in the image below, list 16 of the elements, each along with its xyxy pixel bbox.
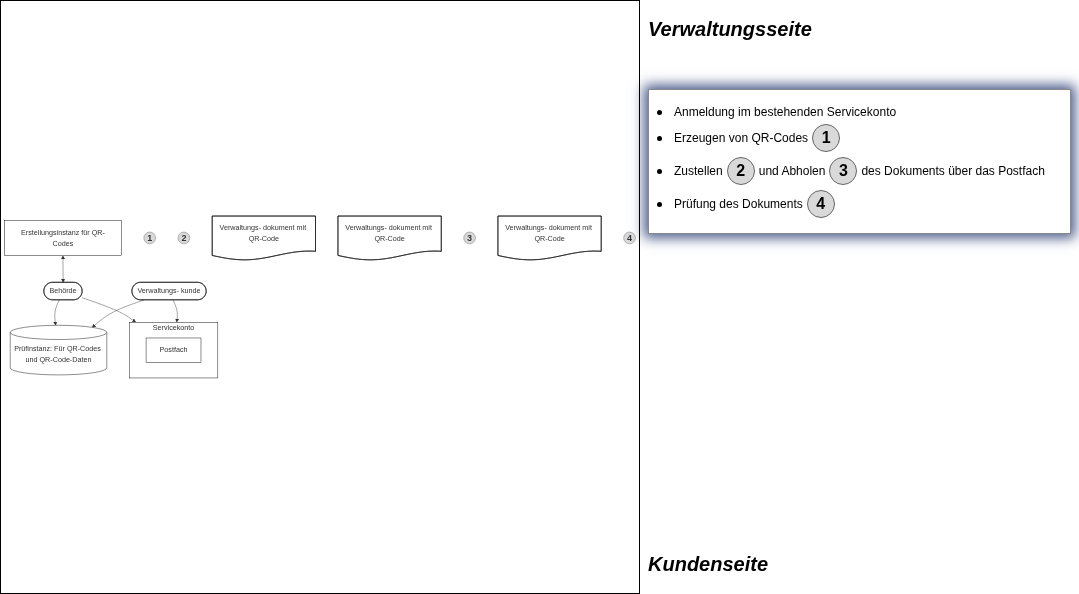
step-number: 3: [829, 157, 858, 185]
section-heading: Verwaltungsseite: [648, 18, 813, 41]
step-number: 4: [806, 190, 835, 218]
list-text: des Dokuments über das Postfach: [861, 164, 1045, 178]
node-circle: 1: [143, 231, 156, 245]
list-text: Anmeldung im bestehenden Servicekonto: [674, 105, 897, 119]
list-text: Prüfung des Dokuments: [674, 197, 803, 211]
list-text: Erzeugen von QR-Codes: [674, 131, 809, 145]
node-circle: 2: [177, 231, 190, 245]
list-text: Zustellen: [674, 164, 723, 178]
node-circle: 3: [463, 231, 476, 245]
step-number: 2: [726, 157, 755, 185]
step-number: 1: [812, 124, 841, 152]
list-text: und Abholen: [758, 164, 826, 178]
node-circle: 4: [623, 231, 636, 245]
section-heading: Kundenseite: [648, 553, 770, 576]
